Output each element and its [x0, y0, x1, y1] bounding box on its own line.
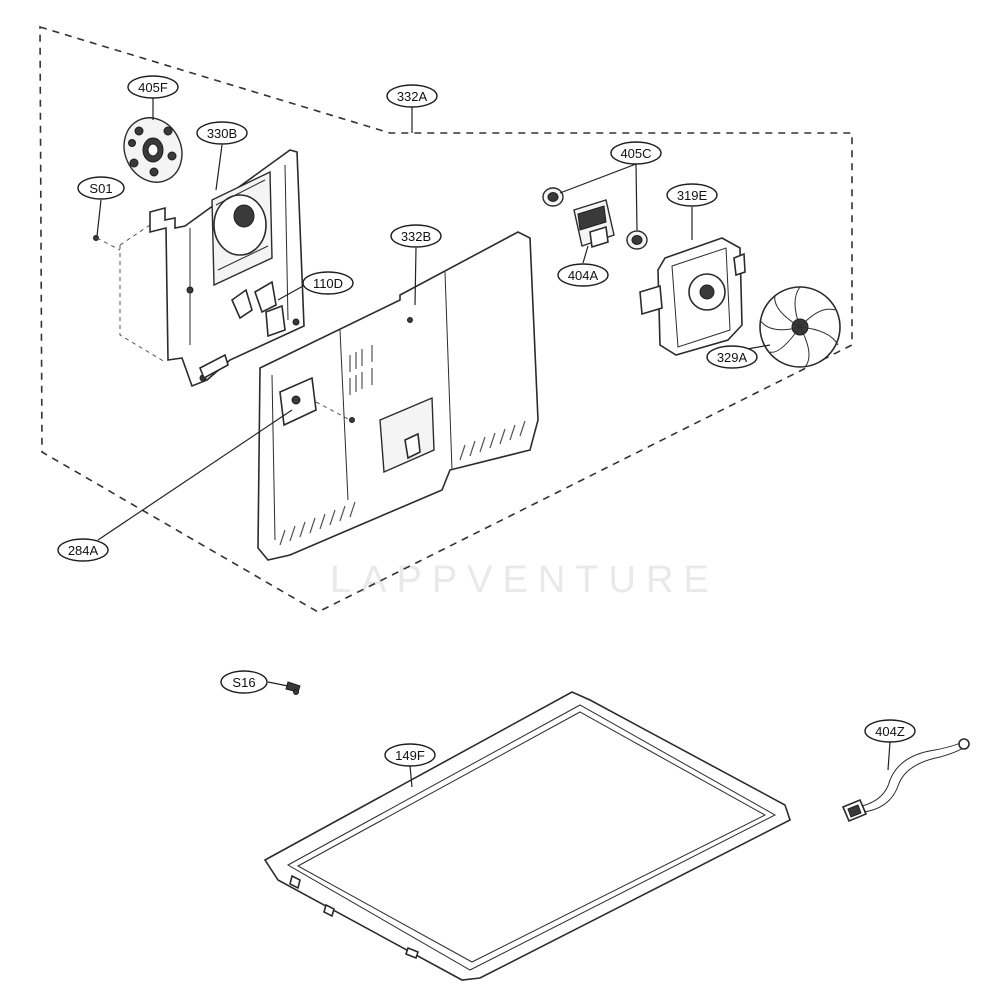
- callout-330B-label: 330B: [207, 126, 237, 141]
- callout-405F: 405F: [127, 75, 179, 99]
- callout-110D-label: 110D: [313, 276, 343, 291]
- part-S01-screw: [93, 199, 121, 251]
- callout-332A: 332A: [386, 84, 438, 108]
- callout-405C: 405C: [610, 141, 662, 165]
- callout-S01-label: S01: [89, 181, 112, 196]
- callout-405C-label: 405C: [620, 146, 651, 161]
- callout-404Z-label: 404Z: [875, 724, 905, 739]
- callout-S01: S01: [77, 176, 125, 200]
- callout-319E-label: 319E: [677, 188, 708, 203]
- callout-330B: 330B: [196, 121, 248, 145]
- part-S16-screw: [285, 681, 301, 695]
- callout-329A: 329A: [706, 345, 758, 369]
- part-329A-fan-blade: [759, 286, 841, 368]
- callout-332A-label: 332A: [397, 89, 428, 104]
- callout-149F-label: 149F: [395, 748, 425, 763]
- part-405F-gear-plate: [123, 117, 183, 183]
- part-284A-sensor: [279, 376, 355, 427]
- callout-332B: 332B: [390, 224, 442, 248]
- callout-404Z: 404Z: [864, 719, 916, 743]
- part-404Z-wire-harness: [841, 738, 970, 823]
- part-404A-fan-motor: [573, 199, 615, 249]
- part-319E-fan-housing: [639, 237, 746, 356]
- callout-404A-label: 404A: [568, 268, 599, 283]
- watermark-text: LAPPVENTURE: [330, 559, 719, 601]
- callout-332B-label: 332B: [401, 229, 431, 244]
- callout-284A: 284A: [57, 538, 109, 562]
- part-149F-glass-shelf: [263, 691, 791, 981]
- callout-S16: S16: [220, 670, 268, 694]
- callout-329A-label: 329A: [717, 350, 748, 365]
- callout-149F: 149F: [384, 743, 436, 767]
- part-330B-motor-bracket: [119, 149, 305, 388]
- part-405C-grommets: [542, 187, 648, 250]
- callout-S16-label: S16: [232, 675, 255, 690]
- callout-405F-label: 405F: [138, 80, 168, 95]
- part-332B-cover-panel: [257, 231, 539, 561]
- assembly-boundary-outline: [39, 25, 853, 613]
- callout-319E: 319E: [666, 183, 718, 207]
- callout-404A: 404A: [557, 263, 609, 287]
- callout-110D: 110D: [302, 271, 354, 295]
- callout-284A-label: 284A: [68, 543, 99, 558]
